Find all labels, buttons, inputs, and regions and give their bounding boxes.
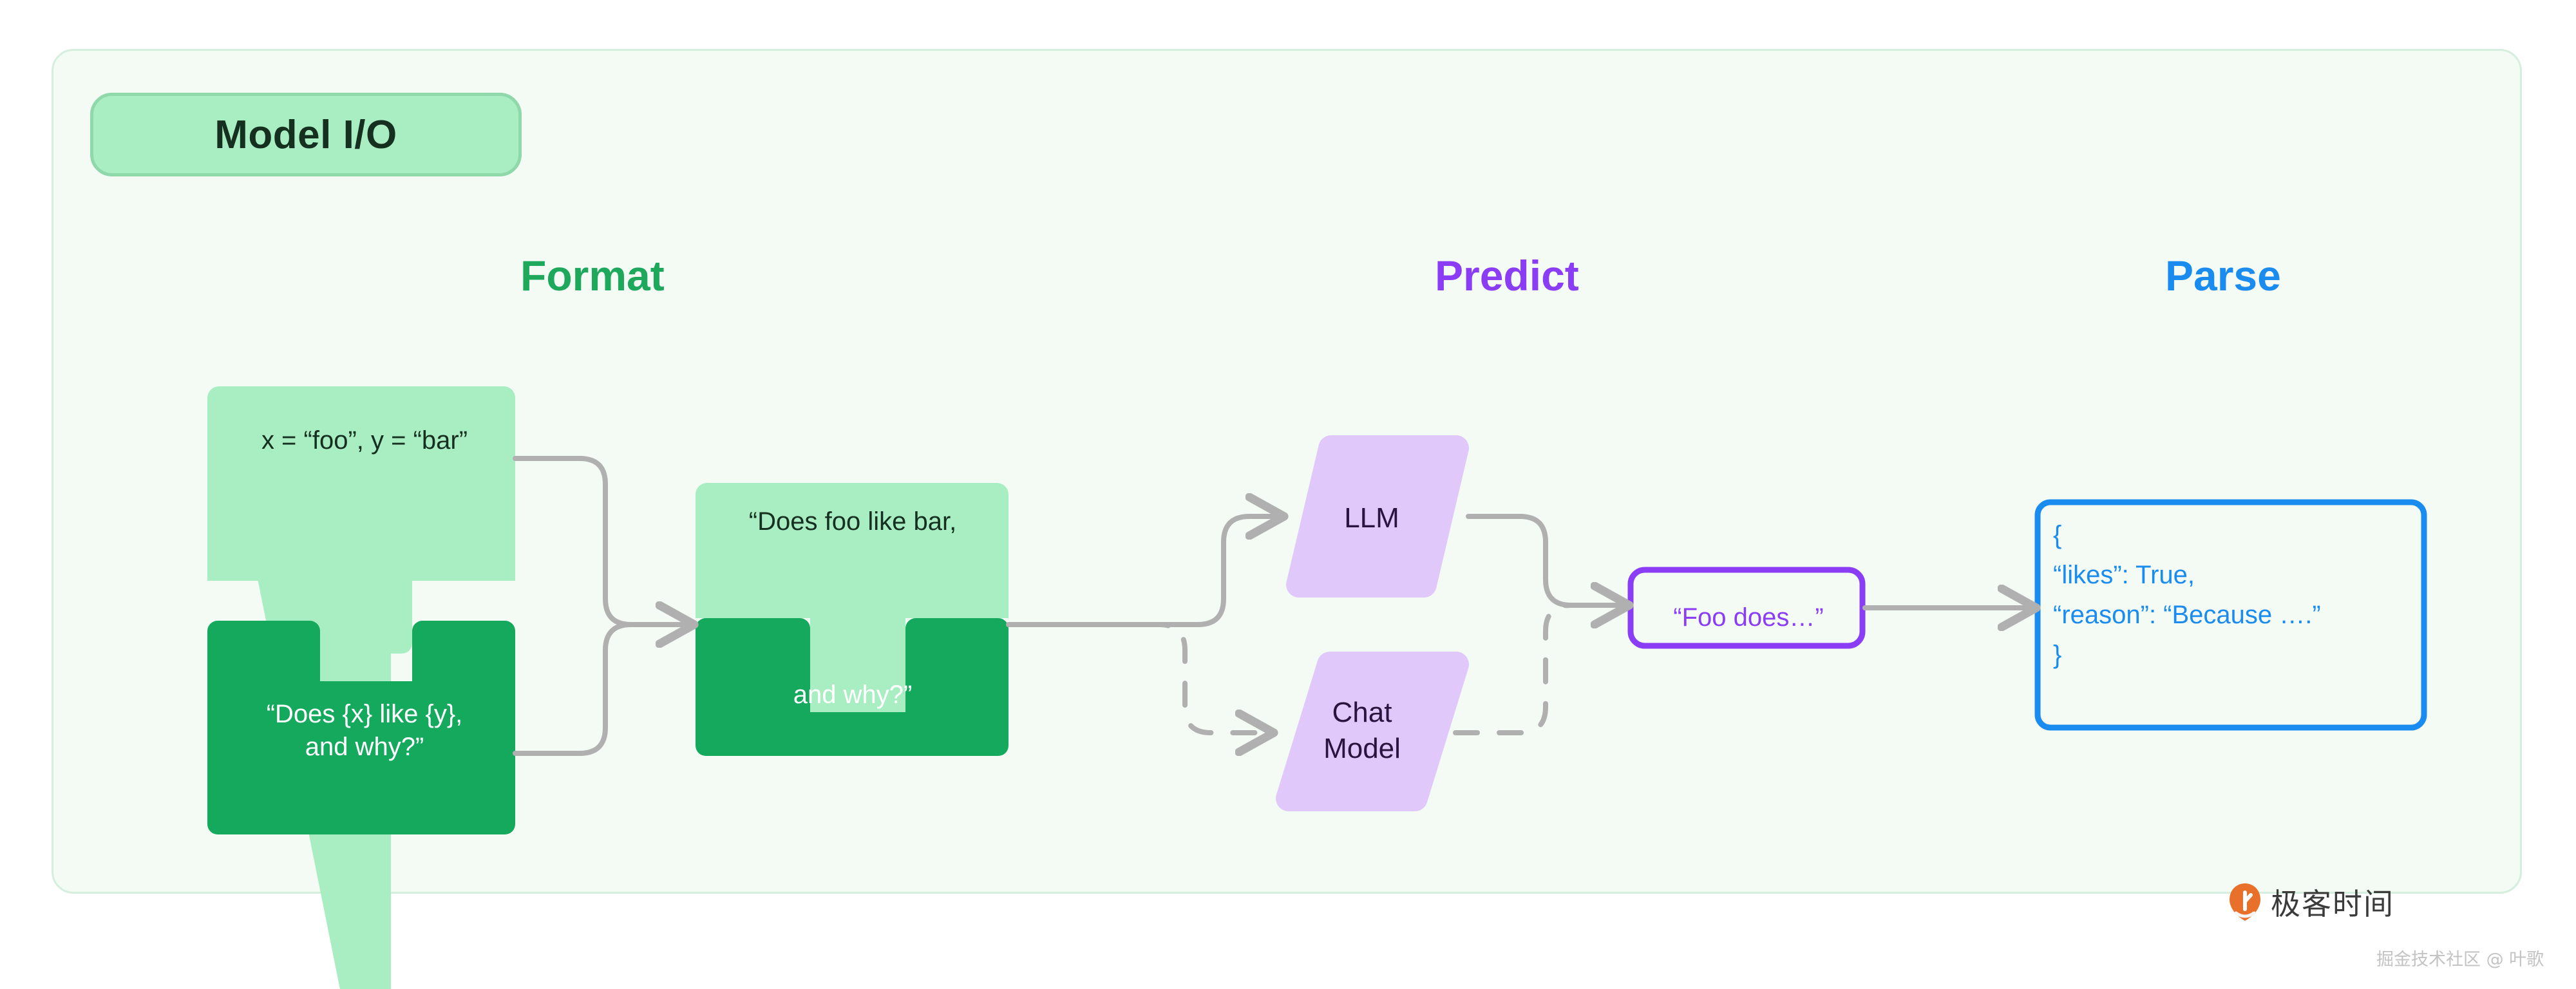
- attribution-text: 掘金技术社区 @ 叶歌: [2376, 950, 2544, 970]
- connector-combined-to-chat-model: [1144, 622, 1270, 733]
- shape-llm-parallelogram: [1286, 435, 1469, 598]
- heading-predict: Predict: [1435, 252, 1579, 299]
- connector-chat-model-to-output: [1453, 603, 1580, 735]
- shape-combined-bottom: [696, 618, 1009, 756]
- model-io-badge: Model I/O: [90, 93, 522, 176]
- shape-chat-model-parallelogram: [1276, 652, 1469, 811]
- geektime-pin-icon: [2230, 883, 2260, 921]
- model-io-badge-label: Model I/O: [214, 112, 397, 157]
- shape-variables-tab: [320, 567, 412, 654]
- shape-variables-piece-body: [207, 386, 515, 592]
- connector-variables-to-combined: [513, 456, 647, 627]
- connector-template-to-combined: [513, 622, 647, 756]
- shape-combined-tab: [810, 605, 905, 715]
- shape-json-box: [2034, 499, 2427, 731]
- shape-combined-top: [696, 483, 1009, 618]
- heading-parse: Parse: [2165, 252, 2281, 299]
- geektime-logo: 极客时间: [2228, 881, 2394, 923]
- heading-format: Format: [520, 252, 665, 299]
- shape-output-box: [1627, 567, 1866, 649]
- connector-combined-to-llm: [1144, 516, 1280, 627]
- shape-template-piece: [207, 621, 515, 834]
- geektime-logo-text: 极客时间: [2271, 887, 2394, 921]
- connector-llm-to-output: [1466, 514, 1580, 608]
